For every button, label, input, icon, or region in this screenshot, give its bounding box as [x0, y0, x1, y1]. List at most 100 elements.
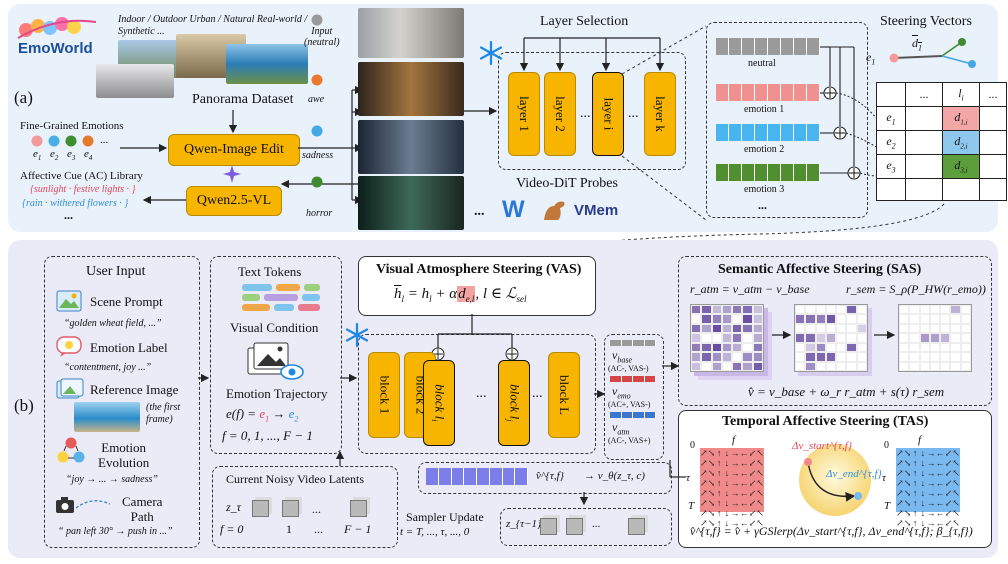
layer-ellipsis: ...: [628, 106, 639, 121]
heatmap-cell: [960, 333, 971, 343]
token: [276, 284, 300, 291]
probes-title: Video-DiT Probes: [516, 176, 618, 191]
emotion-label-label: Emotion Label: [90, 340, 168, 355]
heatmap-cell: [742, 305, 753, 315]
emotion-evolution-example: “joy → ... → sadness”: [66, 474, 158, 485]
heatmap-cell: [950, 305, 961, 315]
vas-injection-arrows: [431, 314, 519, 361]
flow-arrow: ↖: [952, 468, 960, 478]
flow-arrow: ↘: [903, 488, 912, 498]
token: [274, 304, 294, 311]
v-theta-label: → v_θ(z_τ, c): [584, 470, 645, 482]
flow-arrow: ↑: [716, 508, 722, 518]
flow-arrow: ←: [739, 518, 749, 528]
heatmap-cell: [950, 333, 961, 343]
subtraction-arrows: [820, 46, 879, 180]
heatmap-cell: [940, 323, 951, 334]
flow-arrow: ←: [935, 448, 945, 458]
latent-cube: [628, 518, 645, 535]
vas-title: Visual Atmosphere Steering (VAS): [376, 262, 582, 277]
first-frame-note: (the first frame): [146, 402, 181, 425]
heatmap-cell: [940, 352, 951, 362]
flow-arrow: →: [730, 468, 740, 478]
panorama-photo: [226, 44, 308, 84]
text-tokens-title: Text Tokens: [238, 264, 302, 279]
heatmap-cell: [950, 361, 961, 371]
heatmap-cell: [836, 314, 847, 324]
v-emo-label: vemo: [612, 384, 631, 401]
heatmap-cell: [732, 352, 743, 362]
heatmap-cell: [919, 314, 930, 324]
heatmap-cell: [805, 323, 816, 334]
flow-arrow: ↙: [944, 448, 953, 458]
heatmap-cell: [856, 323, 867, 334]
heatmap-cell: [752, 323, 763, 334]
heatmap-ratm: [690, 304, 764, 372]
arrow-into-layers: [464, 106, 498, 116]
sas-eq-vhat: v̂ = v_base + ω_r r_atm + s(τ) r_sem: [748, 384, 945, 399]
flow-arrow: ↗: [896, 508, 904, 518]
heatmap-cell: [929, 333, 941, 343]
latents-title: Current Noisy Video Latents: [226, 472, 365, 486]
flow-arrow: →: [730, 448, 740, 458]
vas-formula: hl = hl + αde,l, l ∈ ℒsel: [394, 286, 527, 304]
heatmap-cell: [721, 333, 733, 343]
heatmap-cell: [795, 323, 806, 334]
next-latents-box: [500, 508, 672, 546]
flow-arrow: →: [926, 518, 936, 528]
flow-arrow: ↘: [903, 498, 912, 508]
panel-b-label: (b): [14, 396, 34, 415]
flow-arrow: ↙: [944, 478, 953, 488]
heatmap-cell: [960, 352, 971, 362]
flow-arrow: ↖: [952, 478, 960, 488]
token: [264, 294, 298, 301]
heatmap-cell: [909, 323, 920, 334]
emotion-1-label: emotion 1: [744, 104, 785, 115]
flow-arrow: ↓: [724, 468, 730, 478]
token: [298, 304, 320, 311]
flow-arrow: ←: [935, 508, 945, 518]
flow-arrow: ↑: [716, 448, 722, 458]
fine-grained-label: Fine-Grained Emotions: [20, 120, 124, 132]
snowflake-icon: [479, 40, 503, 66]
flow-arrow: ↘: [707, 458, 716, 468]
flow-arrow: ↓: [724, 518, 730, 528]
sampler-t: t = T, ..., τ, ..., 0: [400, 526, 470, 538]
heatmap-cell: [899, 305, 910, 315]
heatmap-cell: [721, 323, 733, 334]
heatmap-cell: [701, 323, 712, 334]
flow-arrow: →: [730, 458, 740, 468]
gemini-star-icon: [223, 165, 241, 183]
heatmap-cell: [846, 333, 857, 343]
heatmap-cell: [929, 305, 941, 315]
flow-arrow: ↘: [707, 508, 716, 518]
heatmap-cell: [752, 305, 763, 315]
token: [242, 304, 270, 311]
flow-arrow: ↗: [700, 448, 708, 458]
heatmap-cell: [701, 352, 712, 362]
flow-arrow: ←: [739, 468, 749, 478]
heatmap-cell: [805, 361, 816, 371]
heatmap-cell: [732, 323, 743, 334]
trajectory-formula: e(f) = e1 → e2: [226, 406, 299, 424]
logo-text: EmoWorld: [18, 40, 93, 57]
conditioning-box: [210, 256, 342, 454]
flow-arrow: ↑: [716, 518, 722, 528]
table-col-l: li: [942, 82, 980, 107]
flow-arrow: ↖: [952, 448, 960, 458]
heatmap-cell: [899, 314, 910, 324]
flow-arrow: ↑: [912, 468, 918, 478]
heatmap-rsem: [898, 304, 972, 372]
heatmap-cell: [909, 305, 920, 315]
heatmap-cell: [805, 352, 816, 362]
heatmap-cell: [752, 314, 763, 324]
sas-eq-rsem: r_sem = S_ρ(P_HW(r_emo)): [846, 282, 986, 296]
steering-d1: d1: [912, 36, 922, 53]
heatmap-cell: [836, 352, 847, 362]
layer-i-block: layer i: [592, 72, 624, 156]
flow-arrow: ↓: [920, 468, 926, 478]
flow-arrow: ←: [935, 498, 945, 508]
sas-box: [678, 256, 992, 406]
emotion-1-bar: [716, 84, 820, 101]
heatmap-cell: [805, 305, 816, 315]
